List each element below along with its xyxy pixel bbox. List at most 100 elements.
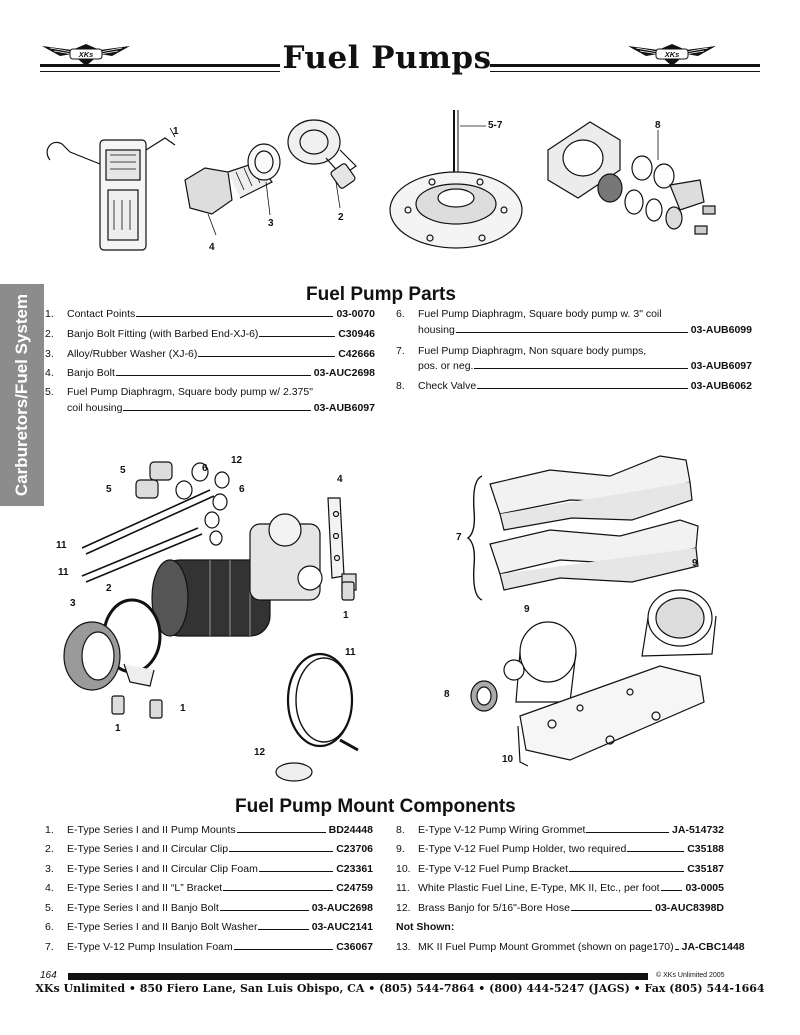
callout-4: 4 [209,242,215,253]
parts-list-row: 3. Alloy/Rubber Washer (XJ-6) C42666 [45,348,375,361]
parts-list-row-continued: housing 03-AUB6099 [418,324,752,337]
v12-mount-illustration [466,455,717,767]
item-description: E-Type V-12 Pump Insulation Foam [67,941,233,953]
item-number: 1. [45,824,54,836]
parts-list-row: 5. Fuel Pump Diaphragm, Square body pump… [45,386,375,399]
callout-11: 11 [58,567,69,578]
page-number: 164 [40,970,57,981]
parts-list-row: 12. Brass Banjo for 5/16"-Bore Hose 03-A… [396,902,724,915]
part-number: 03-AUC2698 [311,902,373,914]
part-number: JA-CBC1448 [681,941,745,953]
part-number: C23361 [336,863,373,875]
callout-2: 2 [338,212,344,223]
leader-line [259,336,336,337]
callout-9: 9 [524,604,530,615]
fuel-pump-holder-drawing [503,589,717,703]
part-number: C35187 [687,863,724,875]
callout-1: 1 [173,126,179,137]
leader-line [219,910,309,911]
item-description: Contact Points [67,308,136,320]
item-number: 12. [396,902,411,914]
fuel-pump-parts-heading: Fuel Pump Parts [306,284,456,305]
callout-1: 1 [115,723,121,734]
item-description: Banjo Bolt [67,367,115,379]
parts-list-row: 2. Banjo Bolt Fitting (with Barbed End-X… [45,328,375,341]
parts-list-row: 13. MK II Fuel Pump Mount Grommet (shown… [396,941,745,954]
callout-6: 6 [202,463,208,474]
leader-line [229,851,334,852]
callout-8: 8 [655,120,661,131]
svg-text:XKs: XKs [664,50,680,59]
part-number: C36067 [336,941,373,953]
item-number: 2. [45,328,54,340]
part-number: C23706 [336,843,373,855]
item-description: E-Type Series I and II Circular Clip Foa… [67,863,258,875]
item-description: E-Type Series I and II Banjo Bolt Washer [67,921,258,933]
page-title: Fuel Pumps [282,40,492,76]
part-number: C30946 [338,328,375,340]
parts-list-row: 1. Contact Points 03-0070 [45,308,375,321]
banjo-fitting-drawing [287,119,357,189]
check-valve-drawing [547,121,716,235]
parts-list-row: 7. E-Type V-12 Pump Insulation Foam C360… [45,941,373,954]
item-number: 5. [45,902,54,914]
fuel-pump-drawing [151,513,323,637]
item-number: 3. [45,863,54,875]
item-description: Check Valve [418,380,477,392]
footer-address: XKs Unlimited • 850 Fiero Lane, San Luis… [35,982,765,995]
part-number: C35188 [687,843,724,855]
mount-components-heading: Fuel Pump Mount Components [235,796,516,817]
parts-list-row: 8. Check Valve 03-AUB6062 [396,380,752,393]
part-number: JA-514732 [672,824,724,836]
xks-logo-right: XKs [628,40,716,70]
parts-list-row: 4. Banjo Bolt 03-AUC2698 [45,367,375,380]
leader-line [233,949,334,950]
callout-2: 2 [106,583,112,594]
copyright: © XKs Unlimited 2005 [656,972,725,979]
callout-10: 10 [502,754,514,765]
item-description-continued: coil housing [67,402,123,414]
leader-line [586,832,670,833]
item-description-continued: housing [418,324,455,336]
item-number: 6. [396,308,405,320]
callout-12: 12 [231,455,243,466]
part-number: 03-AUB6097 [313,402,375,414]
parts-list-row-continued: pos. or neg. 03-AUB6097 [418,360,752,373]
parts-list-row: 9. E-Type V-12 Fuel Pump Holder, two req… [396,843,724,856]
parts-list-row: 11. White Plastic Fuel Line, E-Type, MK … [396,882,724,895]
svg-text:XKs: XKs [78,50,94,59]
item-number: 11. [396,882,410,894]
leader-line [223,890,334,891]
header-rule-right-thin [490,71,760,72]
fuel-line-coil-drawing [286,652,359,752]
header-rule-left-thin [40,71,280,72]
side-tab-label: Carburetors/Fuel System [12,293,31,497]
item-number: 7. [45,941,54,953]
item-description: Alloy/Rubber Washer (XJ-6) [67,348,198,360]
parts-list-row: 5. E-Type Series I and II Banjo Bolt 03-… [45,902,373,915]
clip-foam-drawing [63,621,121,691]
parts-list-row: 4. E-Type Series I and II “L” Bracket C2… [45,882,373,895]
leader-line [568,871,685,872]
parts-list-row: 6. Fuel Pump Diaphragm, Square body pump… [396,308,752,321]
item-number: 4. [45,367,54,379]
item-description: Brass Banjo for 5/16"-Bore Hose [418,902,570,914]
callout-5-7: 5-7 [488,120,503,131]
leader-line [236,832,326,833]
leader-line [660,890,683,891]
parts-list-row: 8. E-Type V-12 Pump Wiring Grommet JA-51… [396,824,724,837]
item-number: 13. [396,941,411,953]
item-number: 9. [396,843,405,855]
insulation-foam-drawing [489,455,699,591]
fuel-pump-parts-illustration [46,110,716,251]
item-number: 8. [396,824,405,836]
header-rule-right [490,64,760,67]
part-number: 03-AUB6062 [690,380,752,392]
not-shown-label: Not Shown: [396,921,455,933]
leader-line [258,929,309,930]
footer-rule [68,973,648,980]
callout-1: 1 [180,703,186,714]
item-number: 4. [45,882,54,894]
callout-5: 5 [120,465,126,476]
item-number: 10. [396,863,411,875]
